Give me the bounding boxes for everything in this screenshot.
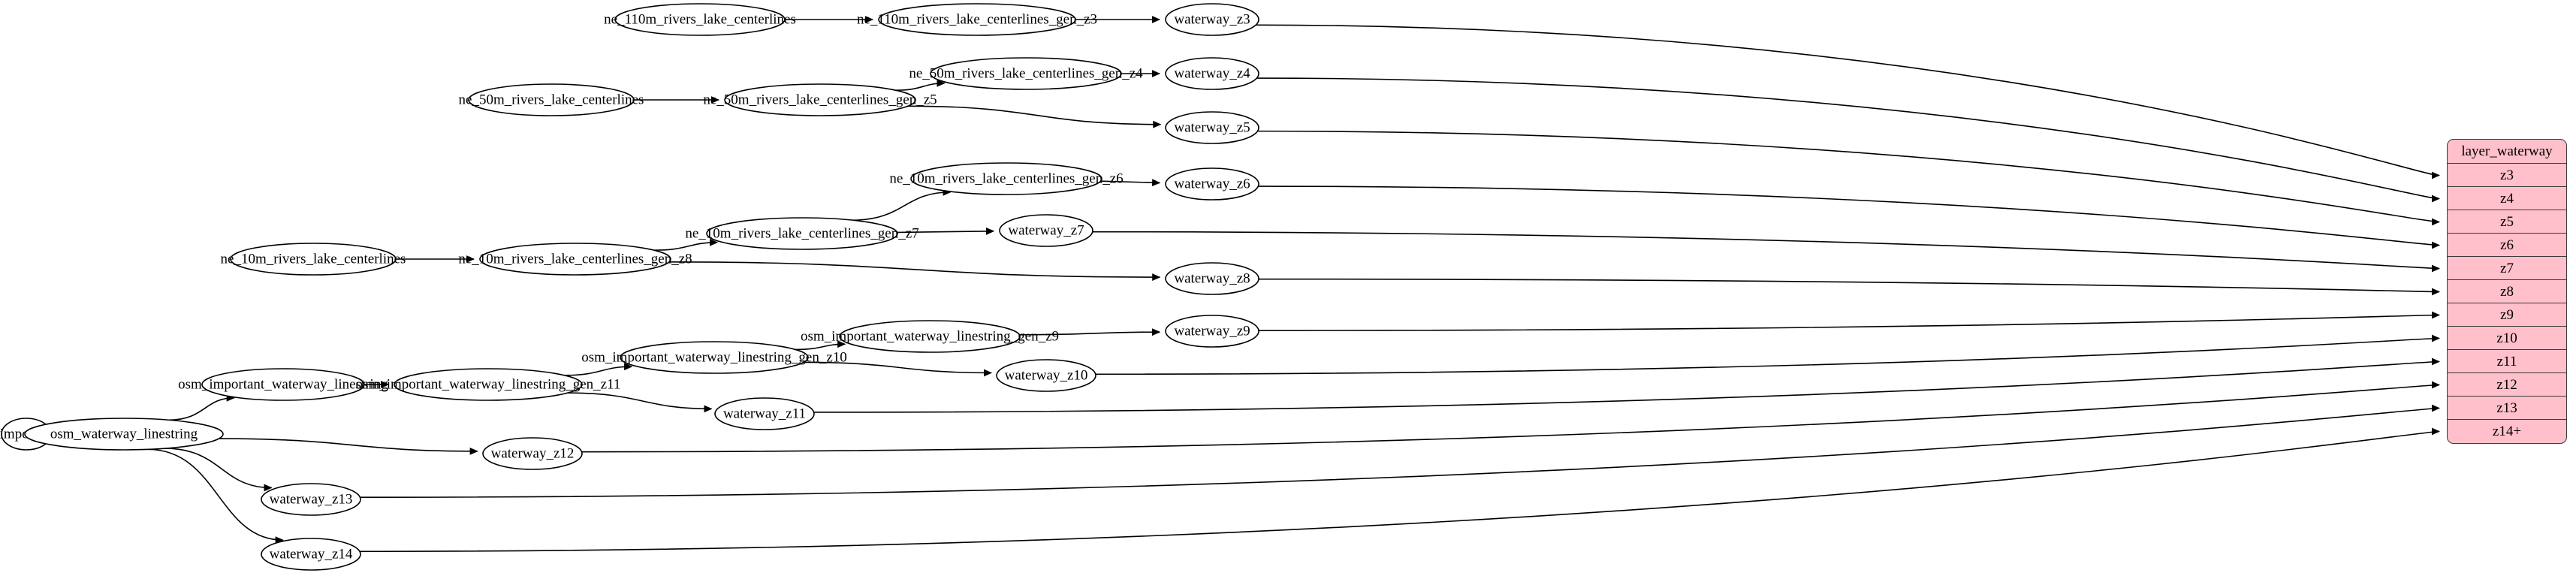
edge-osm_important_waterway_linestring_gen_z11-to-osm_important_waterway_linestring_gen_z10 <box>564 363 633 376</box>
edge-waterway_z11-to-layer_waterway_z11 <box>813 357 2441 413</box>
layer-table-row-z7[interactable]: z7 <box>2448 257 2566 280</box>
node-waterway_z6[interactable]: waterway_z6 <box>1165 167 1259 201</box>
node-shape-ne_50m_rivers_lake_centerlines_gen_z4[interactable] <box>930 57 1122 90</box>
node-shape-ne_110m_rivers_lake_centerlines_gen_z3[interactable] <box>878 3 1076 36</box>
layer-table-row-z6[interactable]: z6 <box>2448 234 2566 257</box>
node-waterway_z4[interactable]: waterway_z4 <box>1165 57 1259 90</box>
edge-osm_important_waterway_linestring_gen_z9-to-waterway_z9 <box>1019 328 1161 336</box>
node-waterway_z13[interactable]: waterway_z13 <box>261 483 361 516</box>
node-osm_important_waterway_linestring[interactable]: osm_important_waterway_linestring <box>178 368 388 401</box>
edge-waterway_z13-to-layer_waterway_z13 <box>360 404 2441 499</box>
node-ne_50m_rivers_lake_centerlines[interactable]: ne_50m_rivers_lake_centerlines <box>459 83 644 116</box>
node-ne_50m_rivers_lake_centerlines_gen_z4[interactable]: ne_50m_rivers_lake_centerlines_gen_z4 <box>909 57 1143 90</box>
node-shape-waterway_z8[interactable] <box>1165 262 1259 295</box>
edge-osm_important_waterway_linestring_gen_z11-to-waterway_z11 <box>567 392 713 413</box>
node-waterway_z11[interactable]: waterway_z11 <box>714 397 815 430</box>
node-shape-ne_10m_rivers_lake_centerlines_gen_z7[interactable] <box>706 217 898 250</box>
node-shape-waterway_z11[interactable] <box>714 397 815 430</box>
node-shape-osm_waterway_linestring[interactable] <box>24 418 224 451</box>
edge-layer <box>17 16 2441 553</box>
layer-table-row-z14plus[interactable]: z14+ <box>2492 424 2522 439</box>
edge-waterway_z7-to-layer_waterway_z7 <box>1092 231 2441 273</box>
edge-waterway_z12-to-layer_waterway_z12 <box>581 381 2441 453</box>
edge-osm_waterway_linestring-to-waterway_z12 <box>219 438 478 455</box>
edge-waterway_z6-to-layer_waterway_z6 <box>1258 185 2441 249</box>
layer-table-row-z10[interactable]: z10 <box>2448 327 2566 350</box>
edge-waterway_z3-to-layer_waterway_z3 <box>1256 24 2441 179</box>
node-waterway_z10[interactable]: waterway_z10 <box>996 359 1096 392</box>
edge-osm_important_waterway_linestring_gen_z10-to-waterway_z10 <box>803 361 993 377</box>
node-osm_important_waterway_linestring_gen_z9[interactable]: osm_important_waterway_linestring_gen_z9 <box>801 320 1059 353</box>
node-layer: imposm3osm_waterway_linestringosm_import… <box>0 3 1259 571</box>
node-waterway_z7[interactable]: waterway_z7 <box>999 214 1093 247</box>
node-ne_10m_rivers_lake_centerlines_gen_z8[interactable]: ne_10m_rivers_lake_centerlines_gen_z8 <box>458 243 692 276</box>
edge-waterway_z14-to-layer_waterway_z14 <box>359 427 2441 553</box>
node-waterway_z14[interactable]: waterway_z14 <box>261 538 361 571</box>
node-osm_important_waterway_linestring_gen_z11[interactable]: osm_important_waterway_linestring_gen_z1… <box>356 368 621 401</box>
edge-waterway_z5-to-layer_waterway_z5 <box>1257 130 2441 226</box>
edge-waterway_z4-to-layer_waterway_z4 <box>1256 77 2441 203</box>
edge-osm_waterway_linestring-to-osm_important_waterway_linestring <box>169 394 235 421</box>
node-shape-osm_important_waterway_linestring_gen_z11[interactable] <box>394 368 583 401</box>
node-osm_waterway_linestring[interactable]: osm_waterway_linestring <box>24 418 224 451</box>
node-shape-waterway_z13[interactable] <box>261 483 361 516</box>
edge-waterway_z10-to-layer_waterway_z10 <box>1095 334 2441 375</box>
node-shape-ne_10m_rivers_lake_centerlines_gen_z8[interactable] <box>479 243 671 276</box>
edge-ne_10m_rivers_lake_centerlines_gen_z8-to-waterway_z8 <box>668 261 1161 282</box>
layer-table-row-z3[interactable]: z3 <box>2448 164 2566 187</box>
node-waterway_z8[interactable]: waterway_z8 <box>1165 262 1259 295</box>
edge-osm_important_waterway_linestring_gen_z10-to-osm_important_waterway_linestring_gen_z9 <box>795 340 846 351</box>
node-waterway_z12[interactable]: waterway_z12 <box>482 437 583 470</box>
edge-waterway_z9-to-layer_waterway_z9 <box>1258 311 2441 331</box>
edge-ne_10m_rivers_lake_centerlines_gen_z7-to-waterway_z7 <box>897 227 995 235</box>
layer-table-row-z4[interactable]: z4 <box>2448 187 2566 210</box>
node-ne_10m_rivers_lake_centerlines_gen_z6[interactable]: ne_10m_rivers_lake_centerlines_gen_z6 <box>889 162 1124 195</box>
node-shape-waterway_z12[interactable] <box>482 437 583 470</box>
node-osm_important_waterway_linestring_gen_z10[interactable]: osm_important_waterway_linestring_gen_z1… <box>581 341 847 374</box>
node-waterway_z5[interactable]: waterway_z5 <box>1165 111 1259 144</box>
node-shape-waterway_z10[interactable] <box>996 359 1096 392</box>
edge-ne_50m_rivers_lake_centerlines_gen_z5-to-ne_50m_rivers_lake_centerlines_gen_z4 <box>895 79 946 91</box>
node-waterway_z9[interactable]: waterway_z9 <box>1165 315 1259 348</box>
node-ne_10m_rivers_lake_centerlines[interactable]: ne_10m_rivers_lake_centerlines <box>221 243 406 276</box>
node-ne_10m_rivers_lake_centerlines_gen_z7[interactable]: ne_10m_rivers_lake_centerlines_gen_z7 <box>685 217 919 250</box>
node-ne_50m_rivers_lake_centerlines_gen_z5[interactable]: ne_50m_rivers_lake_centerlines_gen_z5 <box>703 83 937 116</box>
node-shape-waterway_z5[interactable] <box>1165 111 1259 144</box>
node-shape-ne_50m_rivers_lake_centerlines[interactable] <box>468 83 635 116</box>
node-shape-waterway_z6[interactable] <box>1165 167 1259 201</box>
node-shape-waterway_z14[interactable] <box>261 538 361 571</box>
node-shape-osm_important_waterway_linestring_gen_z10[interactable] <box>620 341 809 374</box>
edge-ne_50m_rivers_lake_centerlines_gen_z5-to-waterway_z5 <box>907 105 1162 128</box>
node-shape-waterway_z7[interactable] <box>999 214 1093 247</box>
layer-table-row-z9[interactable]: z9 <box>2448 303 2566 327</box>
node-shape-waterway_z9[interactable] <box>1165 315 1259 348</box>
node-shape-osm_important_waterway_linestring[interactable] <box>201 368 365 401</box>
layer-table-row-z12[interactable]: z12 <box>2448 373 2566 397</box>
layer-table-row-z11[interactable]: z11 <box>2448 350 2566 373</box>
node-ne_110m_rivers_lake_centerlines_gen_z3[interactable]: ne_110m_rivers_lake_centerlines_gen_z3 <box>857 3 1097 36</box>
node-shape-ne_10m_rivers_lake_centerlines_gen_z6[interactable] <box>910 162 1102 195</box>
node-shape-ne_110m_rivers_lake_centerlines[interactable] <box>614 3 786 36</box>
edge-ne_10m_rivers_lake_centerlines_gen_z8-to-ne_10m_rivers_lake_centerlines_gen_z7 <box>653 238 719 251</box>
layer-table-row-z5[interactable]: z5 <box>2448 210 2566 234</box>
layer-table-row-z13[interactable]: z13 <box>2448 397 2566 420</box>
layer-table-header: layer_waterway <box>2448 140 2566 164</box>
edge-ne_10m_rivers_lake_centerlines_gen_z7-to-ne_10m_rivers_lake_centerlines_gen_z6 <box>852 188 952 221</box>
node-shape-ne_50m_rivers_lake_centerlines_gen_z5[interactable] <box>724 83 916 116</box>
node-shape-osm_important_waterway_linestring_gen_z9[interactable] <box>839 320 1021 353</box>
node-shape-ne_10m_rivers_lake_centerlines[interactable] <box>230 243 397 276</box>
edge-osm_waterway_linestring-to-waterway_z13 <box>164 448 273 492</box>
edge-waterway_z8-to-layer_waterway_z8 <box>1258 278 2441 296</box>
layer-table-row-z8[interactable]: z8 <box>2448 280 2566 303</box>
node-shape-waterway_z3[interactable] <box>1165 3 1259 36</box>
node-ne_110m_rivers_lake_centerlines[interactable]: ne_110m_rivers_lake_centerlines <box>604 3 796 36</box>
node-shape-waterway_z4[interactable] <box>1165 57 1259 90</box>
edge-osm_waterway_linestring-to-waterway_z14 <box>147 448 284 544</box>
node-waterway_z3[interactable]: waterway_z3 <box>1165 3 1259 36</box>
edge-ne_10m_rivers_lake_centerlines_gen_z6-to-waterway_z6 <box>1100 179 1161 187</box>
